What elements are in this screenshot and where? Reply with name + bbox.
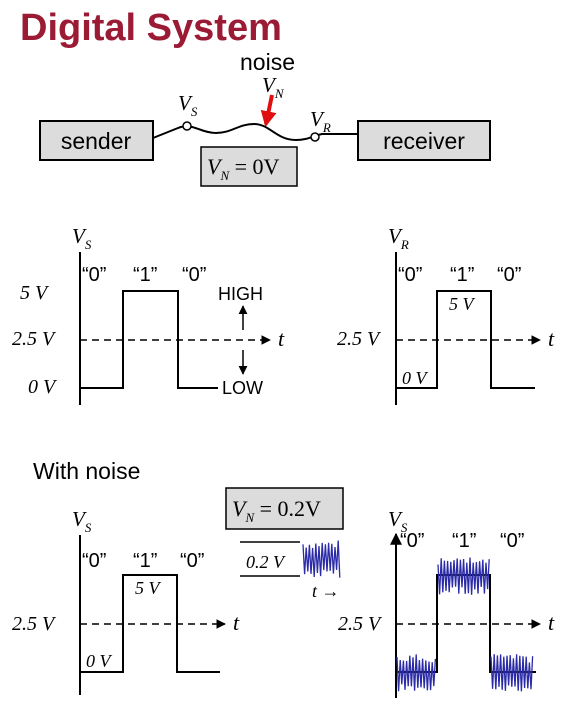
- bit-label: “0”: [398, 264, 422, 286]
- sender-box: [39, 120, 154, 161]
- vn-label: VN: [262, 73, 285, 101]
- bit-label: “0”: [82, 550, 106, 572]
- noisy-sender-graph: VS “0” “1” “0” 5 V 2.5 V t 0 V: [12, 507, 240, 695]
- bit-label: “0”: [182, 264, 206, 286]
- vr-node: [310, 132, 320, 142]
- noise-sample-wave: [302, 540, 341, 578]
- wire: [152, 122, 358, 142]
- noise-wave-low-2: [490, 654, 534, 692]
- vn-zero-text: VN = 0V: [207, 154, 280, 183]
- vn-zero-box: [200, 146, 298, 187]
- t-axis-label: t: [548, 610, 555, 635]
- inner-5v-label: 5 V: [449, 294, 476, 314]
- section-heading: With noise: [33, 458, 140, 484]
- tick-label-2-5v: 2.5 V: [337, 328, 382, 350]
- tick-label-2-5v: 2.5 V: [338, 613, 383, 635]
- bit-label: “1”: [450, 264, 474, 286]
- noise-label: noise: [240, 49, 295, 75]
- circuit-block: noise VN VS VR sender receiver VN = 0V: [39, 49, 491, 187]
- vn-noise-box: [225, 487, 344, 530]
- signal-waveform: [80, 574, 220, 673]
- receiver-box: [357, 120, 491, 161]
- noise-amp-label: 0.2 V: [246, 552, 286, 572]
- noise-arrow: [260, 94, 277, 128]
- bit-label: “1”: [452, 530, 476, 552]
- noise-wave-high: [437, 557, 490, 595]
- bit-label: “0”: [500, 530, 524, 552]
- t-arrow-label: t →: [312, 581, 340, 601]
- receiver-graph: VR “0” “1” “0” 5 V 2.5 V t 0 V: [337, 224, 555, 405]
- noisy-receiver-graph: VS “0” “1” “0” 2.5 V t: [338, 507, 555, 698]
- receiver-label: receiver: [383, 128, 465, 154]
- t-axis-label: t: [233, 610, 240, 635]
- signal-waveform: [80, 290, 218, 389]
- inner-0v-label: 0 V: [402, 368, 429, 388]
- t-axis-label: t: [278, 326, 285, 351]
- bit-label: “0”: [180, 550, 204, 572]
- bit-label: “1”: [133, 550, 157, 572]
- bit-label: “0”: [400, 530, 424, 552]
- y-axis-label: VS: [72, 224, 92, 252]
- vr-label: VR: [310, 107, 331, 135]
- y-axis-label: VS: [72, 507, 92, 535]
- noise-wave-low-1: [396, 654, 437, 692]
- page-title: Digital System: [20, 7, 282, 49]
- tick-label-2-5v: 2.5 V: [12, 613, 57, 635]
- inner-5v-label: 5 V: [135, 578, 162, 598]
- sender-label: sender: [61, 128, 132, 154]
- y-axis-label: VS: [388, 507, 408, 535]
- signal-waveform: [396, 290, 535, 389]
- bit-label: “0”: [82, 264, 106, 286]
- t-axis-label: t: [548, 326, 555, 351]
- tick-label-0v: 0 V: [28, 376, 58, 398]
- bit-label: “0”: [497, 264, 521, 286]
- vs-label: VS: [178, 91, 198, 119]
- sender-graph: VS “0” “1” “0” 5 V 2.5 V 0 V t HIGH LOW: [12, 224, 285, 405]
- bit-label: “1”: [133, 264, 157, 286]
- vs-node: [182, 121, 192, 131]
- tick-label-2-5v: 2.5 V: [12, 328, 57, 350]
- inner-0v-label: 0 V: [86, 651, 113, 671]
- y-axis-label: VR: [388, 224, 409, 252]
- tick-label-5v: 5 V: [20, 282, 50, 304]
- low-label: LOW: [222, 378, 263, 398]
- high-label: HIGH: [218, 284, 263, 304]
- vn-noise-text: VN = 0.2V: [232, 496, 321, 525]
